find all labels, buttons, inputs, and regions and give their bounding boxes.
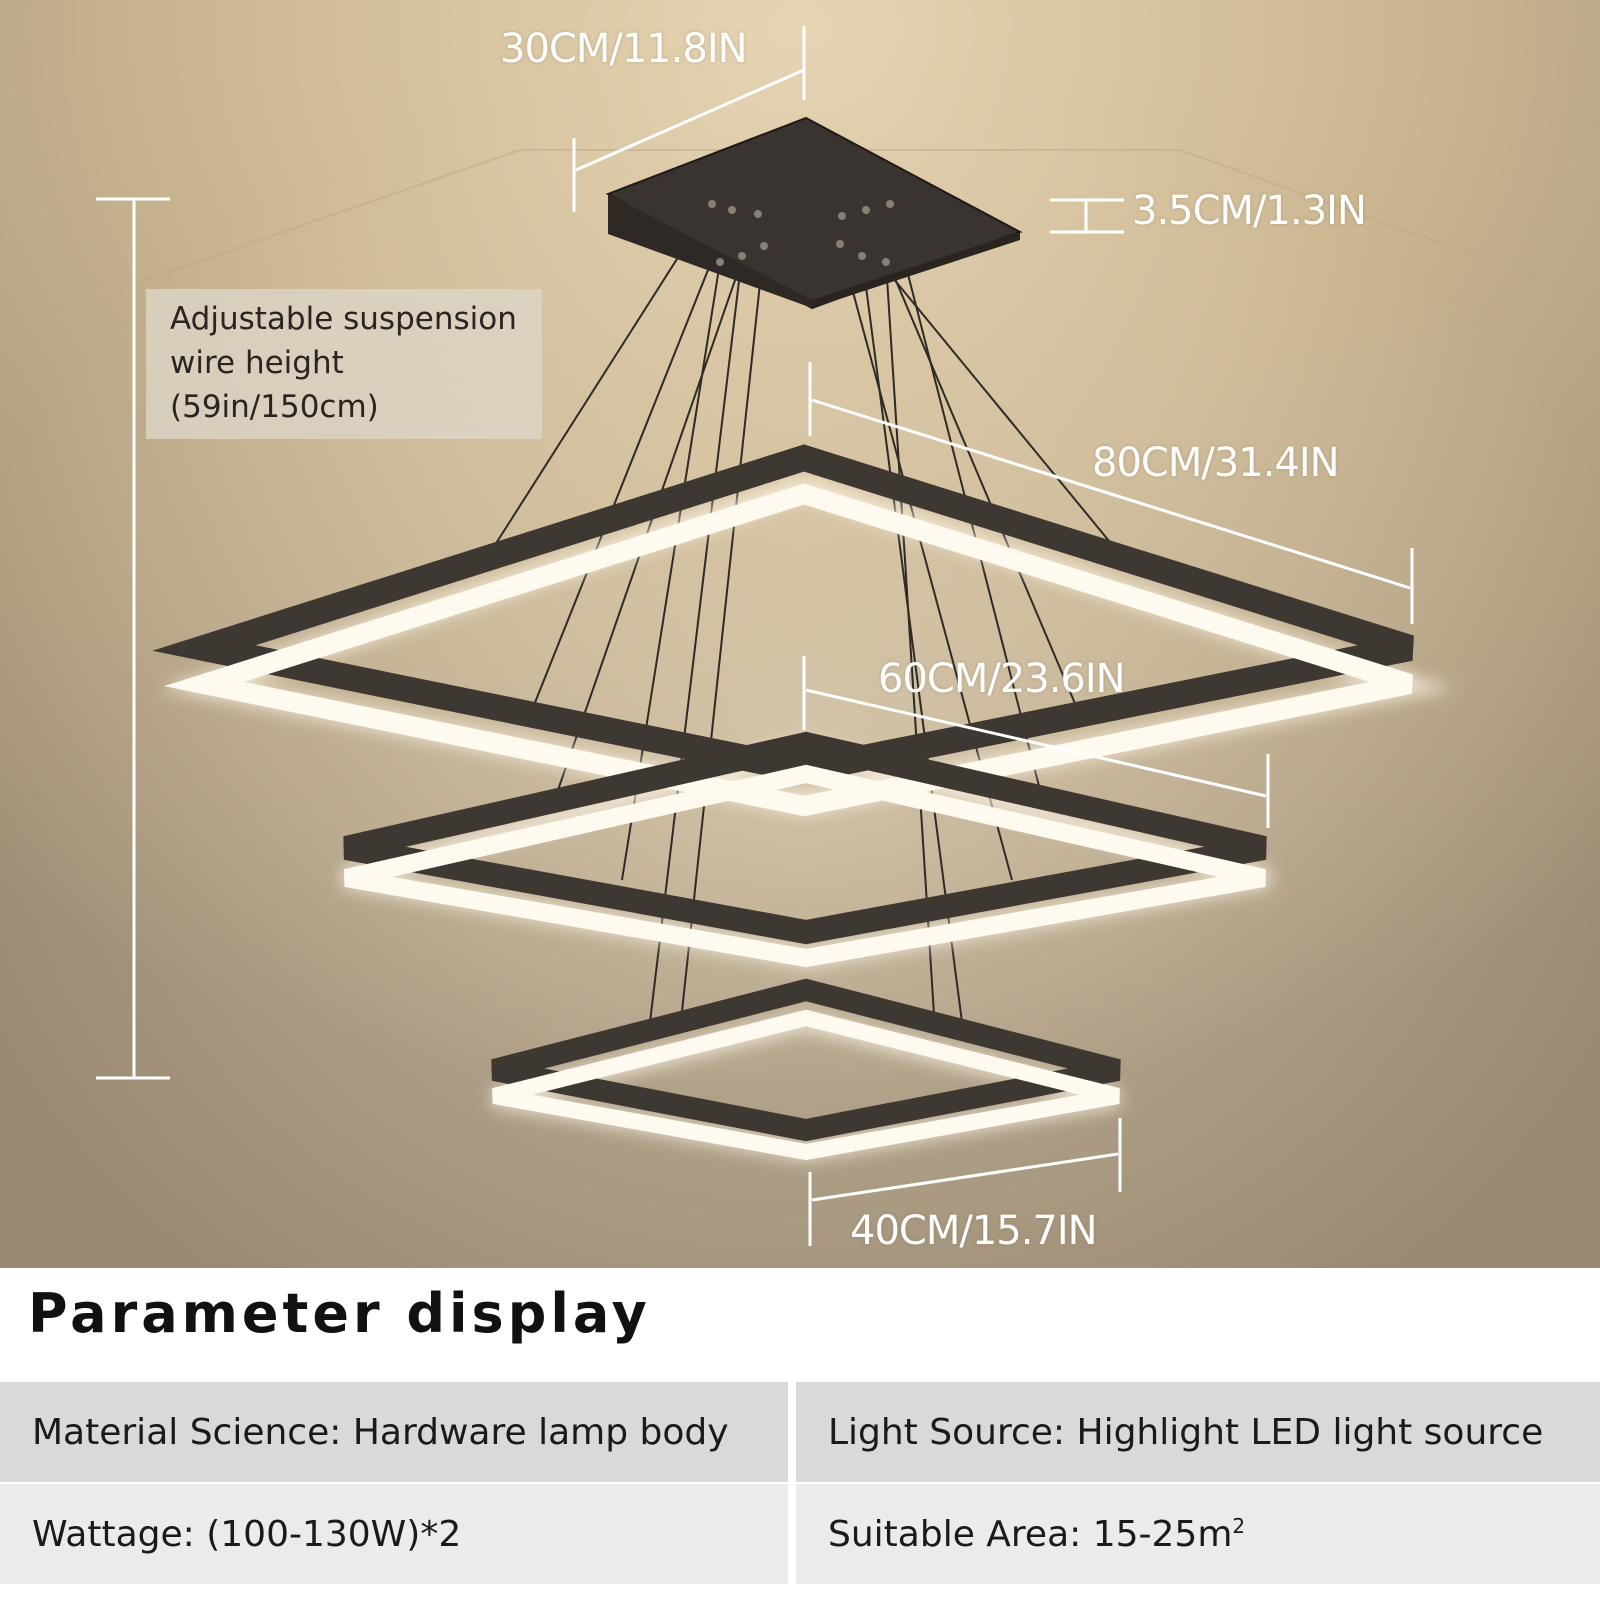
ceiling-canopy	[605, 116, 1023, 310]
large-ring-label: 80CM/31.4IN	[1092, 440, 1340, 486]
small-ring	[491, 978, 1121, 1161]
chandelier-illustration	[0, 0, 1600, 1268]
section-title: Parameter display	[28, 1282, 651, 1345]
medium-ring	[343, 731, 1267, 968]
product-photo: 30CM/11.8IN 3.5CM/1.3IN 80CM/31.4IN 60CM…	[0, 0, 1600, 1268]
note-line-3: (59in/150cm)	[170, 389, 379, 425]
param-light-source: Light Source: Highlight LED light source	[796, 1382, 1600, 1482]
note-line-2: wire height	[170, 345, 344, 381]
suspension-wires	[487, 203, 1124, 1031]
small-ring-label: 40CM/15.7IN	[850, 1208, 1098, 1254]
param-material: Material Science: Hardware lamp body	[0, 1382, 788, 1482]
dimension-lines	[96, 26, 1414, 1246]
large-ring	[152, 444, 1414, 817]
canopy-width-label: 30CM/11.8IN	[500, 26, 748, 72]
note-line-1: Adjustable suspension	[170, 301, 517, 337]
medium-ring-label: 60CM/23.6IN	[878, 656, 1126, 702]
suspension-note: Adjustable suspension wire height (59in/…	[146, 289, 542, 439]
param-wattage: Wattage: (100-130W)*2	[0, 1484, 788, 1584]
param-area-text: Suitable Area: 15-25m	[828, 1513, 1233, 1555]
param-area-sup: 2	[1232, 1514, 1246, 1538]
canopy-height-label: 3.5CM/1.3IN	[1132, 188, 1367, 234]
